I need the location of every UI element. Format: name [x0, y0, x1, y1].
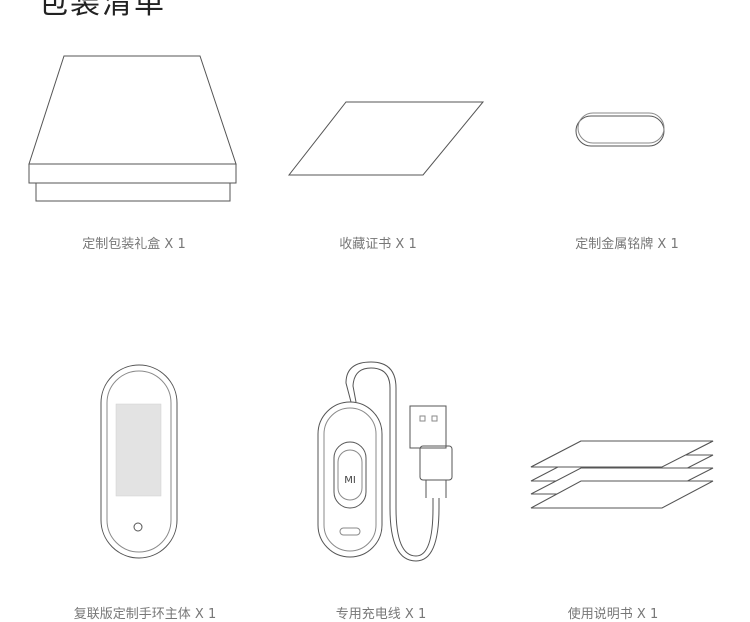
metal-nameplate-icon [575, 112, 667, 150]
item-caption-band: 复联版定制手环主体 X 1 [73, 607, 217, 622]
item-caption-certificate: 收藏证书 X 1 [339, 237, 417, 252]
item-caption-manual: 使用说明书 X 1 [567, 607, 659, 622]
band-tracker-icon [100, 364, 178, 560]
mi-logo: MI [344, 475, 356, 486]
manual-icon [529, 440, 719, 512]
item-caption-nameplate: 定制金属铭牌 X 1 [575, 237, 679, 252]
gift-box-icon [28, 55, 238, 205]
item-caption-gift-box: 定制包装礼盒 X 1 [82, 237, 186, 252]
charging-cable-icon: MI [316, 358, 466, 563]
section-title: 包装清单 [38, 0, 166, 21]
certificate-icon [287, 101, 485, 177]
item-caption-cable: 专用充电线 X 1 [335, 607, 427, 622]
